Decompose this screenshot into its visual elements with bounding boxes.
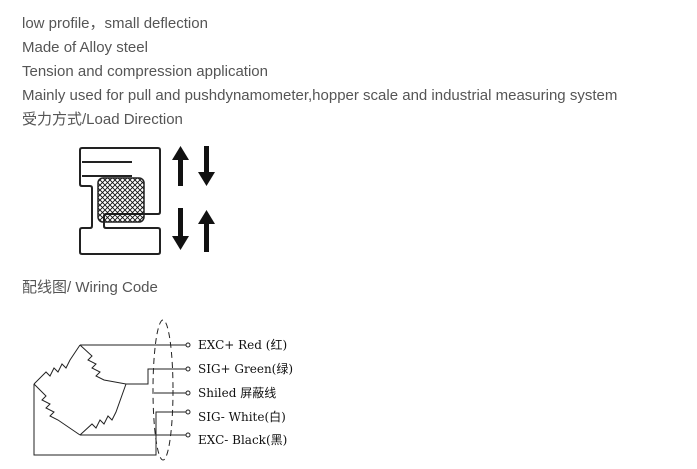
feature-usage: Mainly used for pull and pushdynamometer…: [22, 87, 618, 104]
feature-material: Made of Alloy steel: [22, 39, 148, 56]
shield-ellipse: [152, 319, 174, 461]
strain-gauge-area: [97, 177, 145, 223]
wire-shield-label: Shiled 屏蔽线: [198, 386, 276, 400]
wire-exc-minus-label: EXC- Black(黑): [198, 433, 287, 447]
load-cell-body: [79, 147, 161, 255]
load-cell-figure: [79, 146, 215, 255]
resistor-bottom-right: [79, 383, 127, 436]
resistor-top-left: [33, 344, 81, 385]
tension-arrows-icon: [172, 146, 215, 186]
load-cell-slot: [82, 161, 132, 177]
wire-sig-minus-label: SIG- White(白): [198, 409, 286, 424]
wire-sig-plus-label: SIG+ Green(绿): [198, 361, 293, 376]
load-direction-heading: 受力方式/Load Direction: [22, 111, 183, 128]
wiring-code-heading: 配线图/ Wiring Code: [22, 279, 158, 296]
resistor-bottom-left: [33, 383, 81, 436]
feature-low-profile: low profile，small deflection: [22, 15, 208, 32]
compression-arrows-icon: [172, 208, 215, 252]
feature-application: Tension and compression application: [22, 63, 268, 80]
resistor-top-right: [79, 344, 127, 385]
wire-exc-plus-label: EXC+ Red (红): [198, 337, 287, 352]
wiring-diagram: EXC+ Red (红) SIG+ Green(绿) Shiled 屏蔽线 SI…: [33, 319, 293, 461]
